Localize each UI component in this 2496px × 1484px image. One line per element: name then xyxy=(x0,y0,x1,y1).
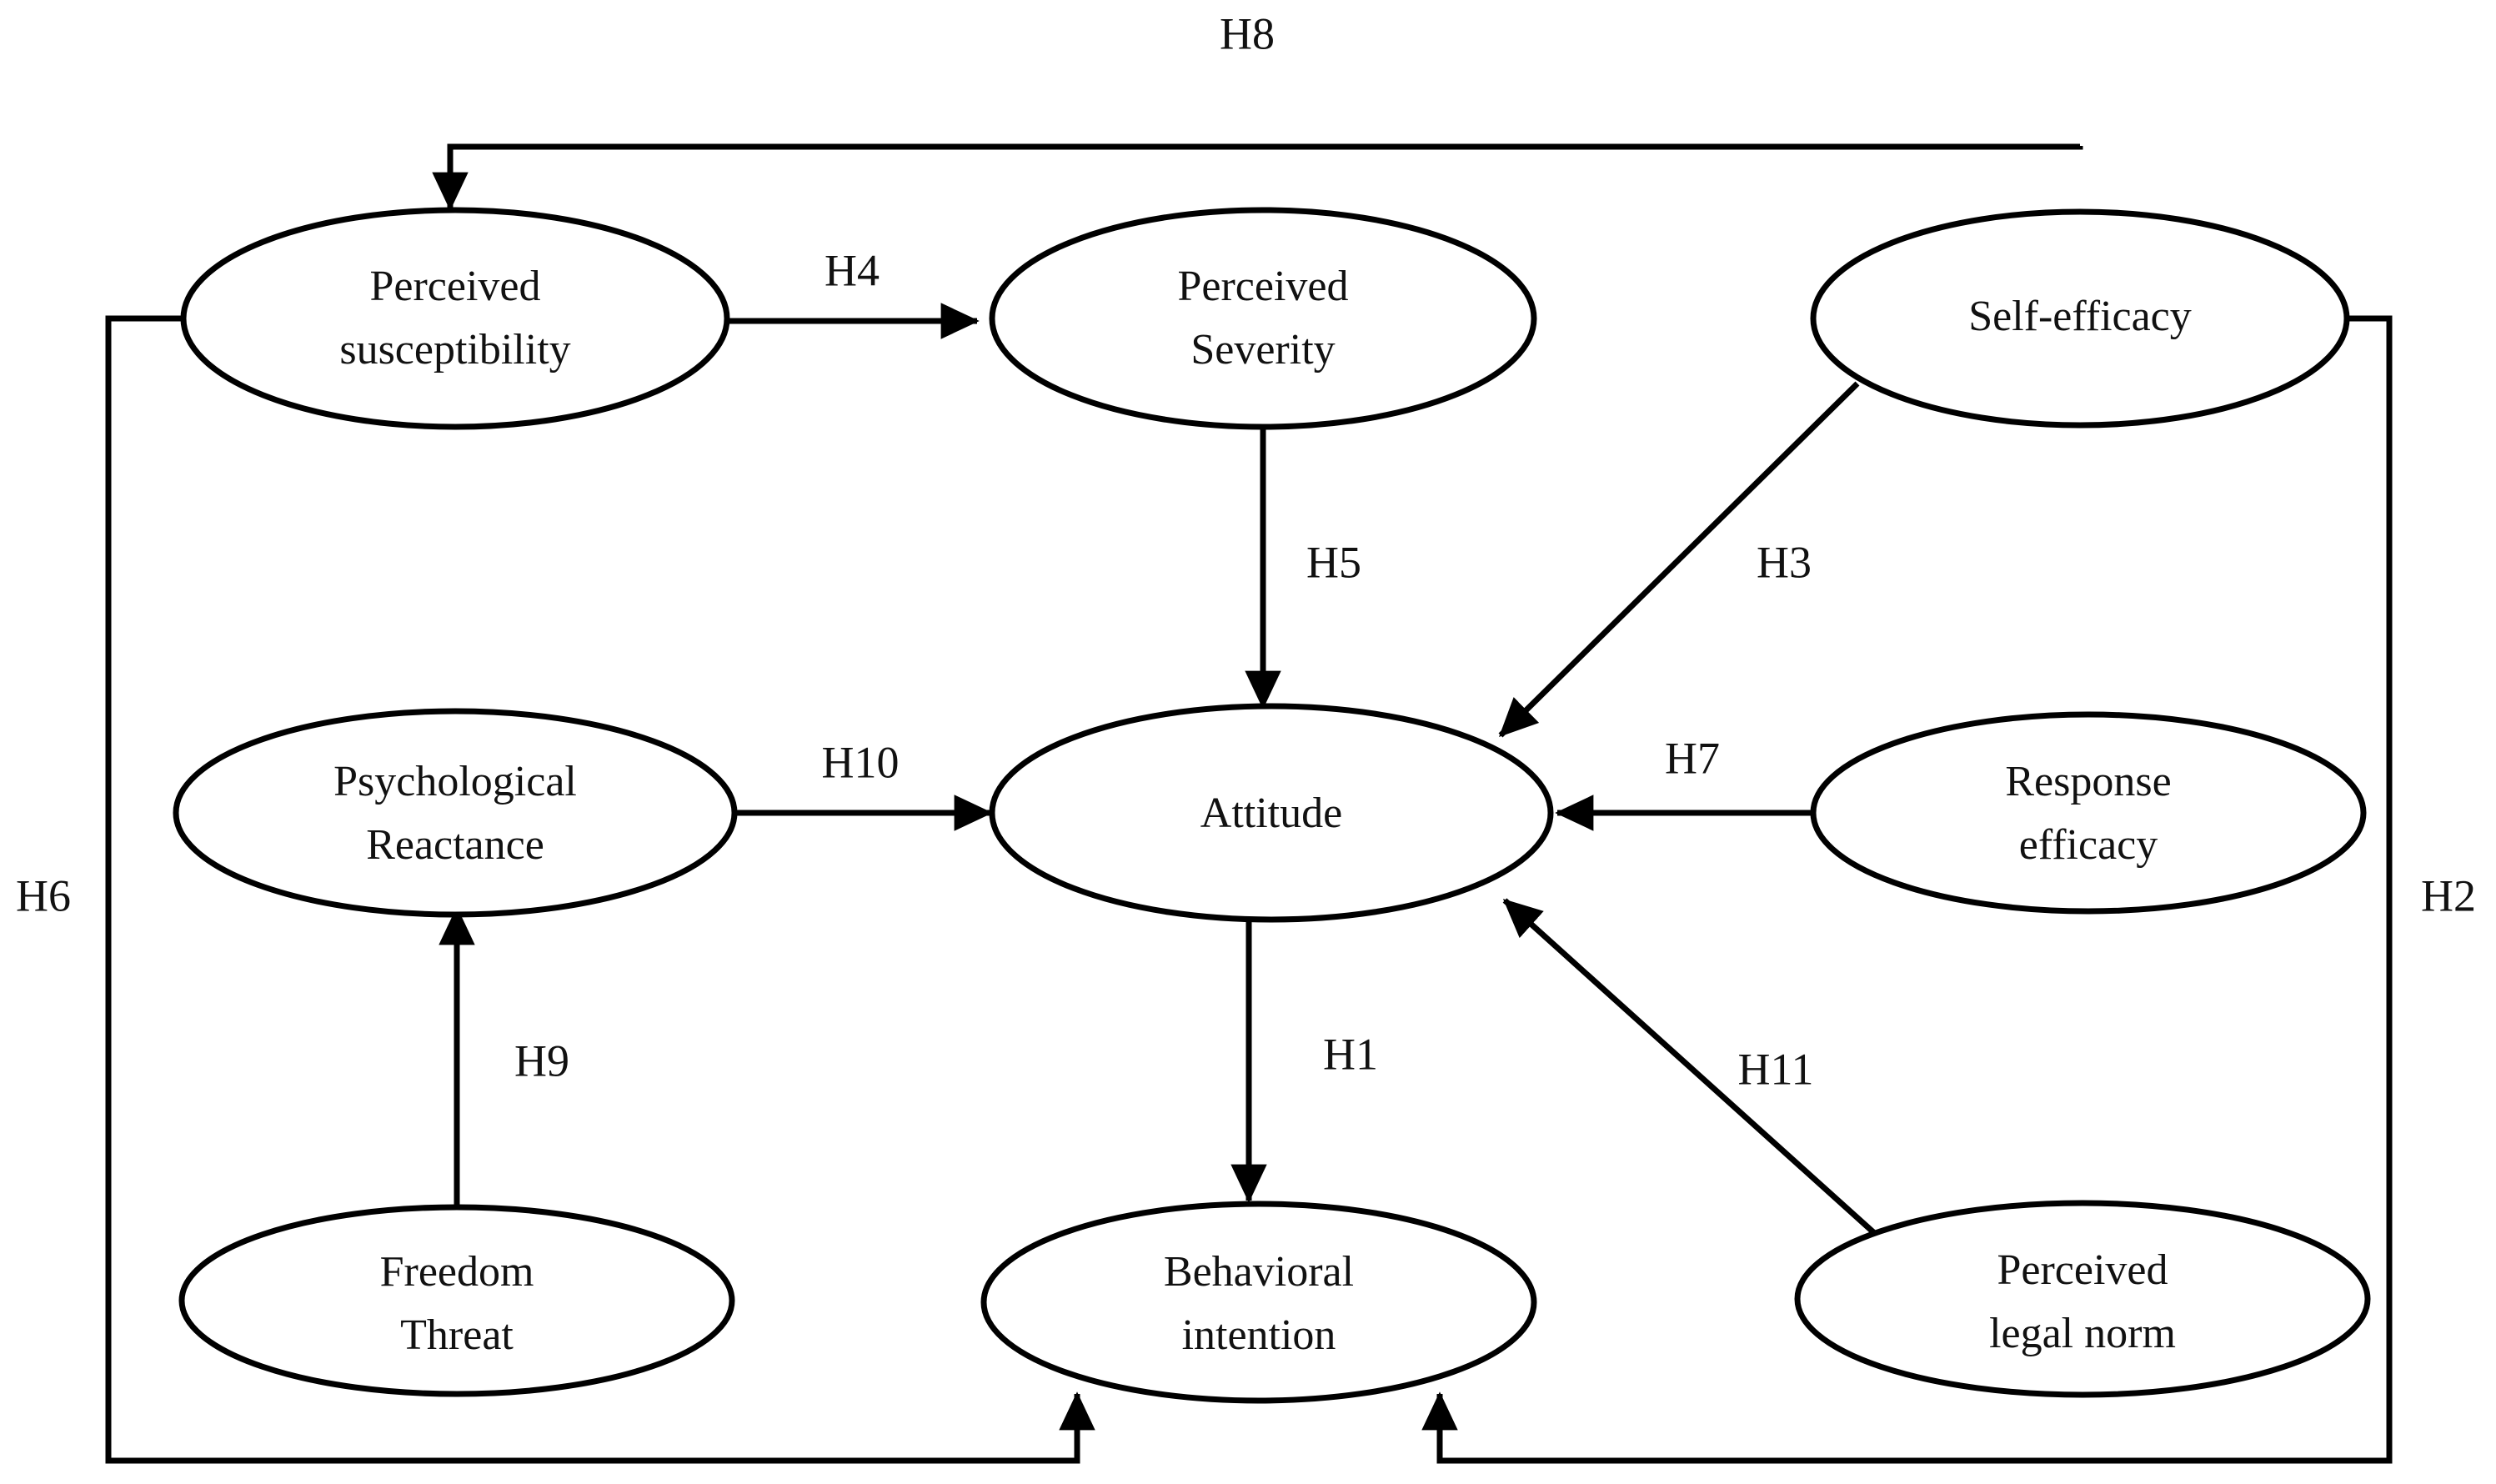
edge-h8-label: H8 xyxy=(1220,8,1275,58)
edge-h10: H10 xyxy=(734,737,993,831)
edge-h1: H1 xyxy=(1230,899,1378,1203)
node-perceived-legal-norm[interactable]: Perceived legal norm xyxy=(1794,1200,2371,1398)
edge-h9: H9 xyxy=(439,906,569,1207)
node-behavioral-intention-shape[interactable] xyxy=(980,1201,1537,1404)
edge-h11: H11 xyxy=(1502,898,1882,1241)
edge-h2: H2 xyxy=(1421,315,2476,1464)
edge-h7-label: H7 xyxy=(1665,733,1720,783)
edge-h6-path xyxy=(105,315,1095,1464)
edge-h10-label: H10 xyxy=(822,737,900,787)
edge-h7: H7 xyxy=(1555,733,1811,831)
node-perceived-severity[interactable]: Perceived Severity xyxy=(989,207,1537,430)
edge-h8-path xyxy=(432,143,2083,211)
node-freedom-threat-shape[interactable] xyxy=(178,1204,735,1397)
edge-h5: H5 xyxy=(1245,404,1361,709)
edge-h6: H6 xyxy=(16,315,1095,1464)
node-perceived-susceptibility[interactable]: Perceived susceptibility xyxy=(180,207,730,430)
edge-h11-label: H11 xyxy=(1738,1044,1814,1094)
edge-h6-label: H6 xyxy=(16,870,71,920)
edge-h11-path xyxy=(1502,898,1882,1241)
edge-h5-label: H5 xyxy=(1306,537,1361,587)
edge-h3-label: H3 xyxy=(1757,537,1812,587)
node-self-efficacy[interactable]: Self-efficacy xyxy=(1810,208,2350,429)
node-attitude-shape[interactable] xyxy=(989,703,1554,923)
edge-h3-path xyxy=(1498,381,1860,738)
node-response-efficacy[interactable]: Response efficacy xyxy=(1810,711,2367,915)
edge-h2-path xyxy=(1421,315,2393,1464)
edge-h4: H4 xyxy=(727,245,980,339)
node-behavioral-intention[interactable]: Behavioral intention xyxy=(980,1201,1537,1404)
node-attitude[interactable]: Attitude xyxy=(989,703,1554,923)
node-perceived-susceptibility-shape[interactable] xyxy=(180,207,730,430)
edge-h3: H3 xyxy=(1498,381,1860,738)
node-psychological-reactance[interactable]: Psychological Reactance xyxy=(173,708,738,918)
edge-h2-label: H2 xyxy=(2421,870,2476,920)
node-self-efficacy-shape[interactable] xyxy=(1810,208,2350,429)
edge-h1-label: H1 xyxy=(1323,1029,1378,1079)
node-freedom-threat[interactable]: Freedom Threat xyxy=(178,1204,735,1397)
node-perceived-severity-shape[interactable] xyxy=(989,207,1537,430)
node-response-efficacy-shape[interactable] xyxy=(1810,711,2367,915)
node-psychological-reactance-shape[interactable] xyxy=(173,708,738,918)
node-perceived-legal-norm-shape[interactable] xyxy=(1794,1200,2371,1398)
edge-h8: H8 xyxy=(432,8,2083,211)
edge-h4-label: H4 xyxy=(824,245,880,295)
edge-h9-label: H9 xyxy=(514,1035,569,1085)
